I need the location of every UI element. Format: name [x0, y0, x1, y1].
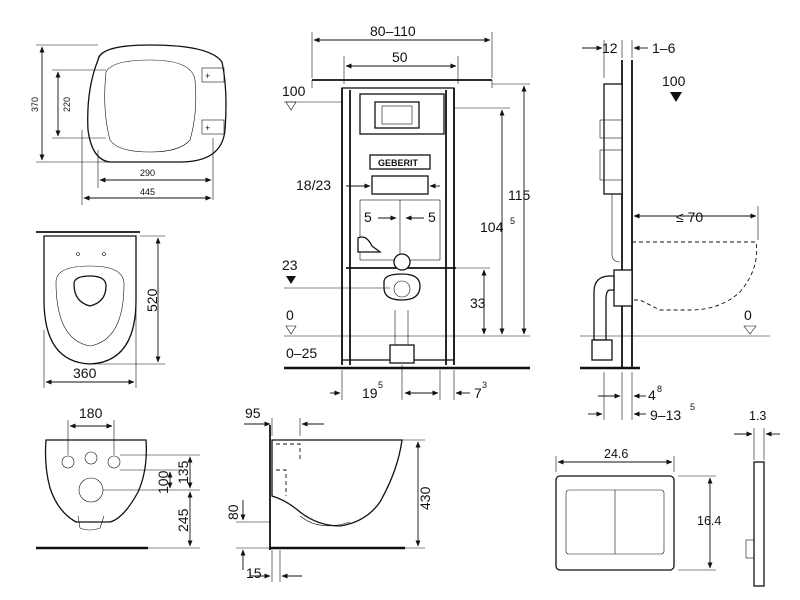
seat-inner-width-label: 290: [140, 168, 155, 178]
flush-plate-view: 24.6 16.4 1.3: [555, 409, 780, 587]
pan-side-view: 95 430 80 15: [225, 405, 433, 582]
frame-side-ref-100-label: 100: [662, 73, 686, 89]
pan-width-label: 360: [73, 365, 97, 381]
seat-height-label: 370: [30, 97, 40, 112]
svg-text:+: +: [205, 123, 210, 133]
pan-rear-view: 180 135 100 245: [36, 405, 200, 550]
pan-length-label: 520: [144, 288, 160, 312]
flush-plate-depth-label: 1.3: [749, 409, 766, 423]
frame-pipe-right-label: 5: [428, 209, 436, 225]
frame-height-104-label: 104: [480, 219, 504, 235]
frame-side-bottom-4-label: 4: [648, 387, 656, 403]
frame-side-bottom-range-sup: 5: [690, 402, 695, 412]
frame-height-115-label: 115: [508, 187, 531, 203]
frame-bottom-right-label: 7: [474, 385, 482, 401]
flush-plate-width-label: 24.6: [604, 447, 628, 461]
frame-floor-range-label: 0–25: [286, 345, 317, 361]
frame-side-bottom-range-label: 9–13: [650, 407, 681, 423]
seat-top-view: + + 370 220 290 445: [30, 44, 227, 205]
flush-plate-height-label: 16.4: [697, 514, 721, 528]
seat-width-label: 445: [140, 187, 155, 197]
frame-width-range-label: 80–110: [370, 23, 416, 39]
pan-side-height-label: 430: [417, 486, 433, 510]
frame-front-view: GEBERIT 80–110 50 100 18/23 5 5 23 0 0–2…: [282, 23, 531, 401]
pan-hole-spacing-label: 180: [79, 405, 103, 421]
frame-side-pan-depth-label: ≤ 70: [676, 209, 703, 225]
frame-pipe-left-label: 5: [364, 209, 372, 225]
frame-bottom-right-sup: 3: [482, 380, 487, 390]
frame-height-104-sup: 5: [510, 216, 515, 226]
seat-inner-height-label: 220: [62, 97, 72, 112]
pan-height-c-label: 245: [175, 508, 191, 532]
frame-bottom-left-sup: 5: [378, 380, 383, 390]
pan-height-a-label: 135: [175, 460, 191, 484]
pan-top-view: 520 360: [36, 231, 165, 388]
frame-side-floor-zero-label: 0: [744, 307, 752, 323]
brand-logo: GEBERIT: [378, 158, 419, 168]
frame-floor-zero-label: 0: [286, 307, 294, 323]
frame-side-view: 12 1–6 100 ≤ 70 0 4 8 9–13 5: [580, 40, 770, 423]
frame-height-33-label: 33: [470, 295, 486, 311]
frame-ref-100-label: 100: [282, 83, 306, 99]
frame-inner-width-label: 50: [392, 49, 408, 65]
frame-side-top-range-label: 1–6: [652, 40, 676, 56]
pan-height-b-label: 100: [155, 470, 171, 494]
pan-side-offset-left-label: 80: [225, 504, 241, 520]
frame-ref-23-label: 23: [282, 257, 298, 273]
pan-side-offset-top-label: 95: [245, 405, 261, 421]
frame-side-top-12-label: 12: [602, 40, 618, 56]
svg-text:+: +: [205, 71, 210, 81]
pan-side-offset-bottom-label: 15: [246, 565, 262, 581]
frame-bottom-left-label: 19: [362, 385, 378, 401]
frame-spacing-label: 18/23: [296, 177, 331, 193]
frame-side-bottom-4-sup: 8: [657, 384, 662, 394]
